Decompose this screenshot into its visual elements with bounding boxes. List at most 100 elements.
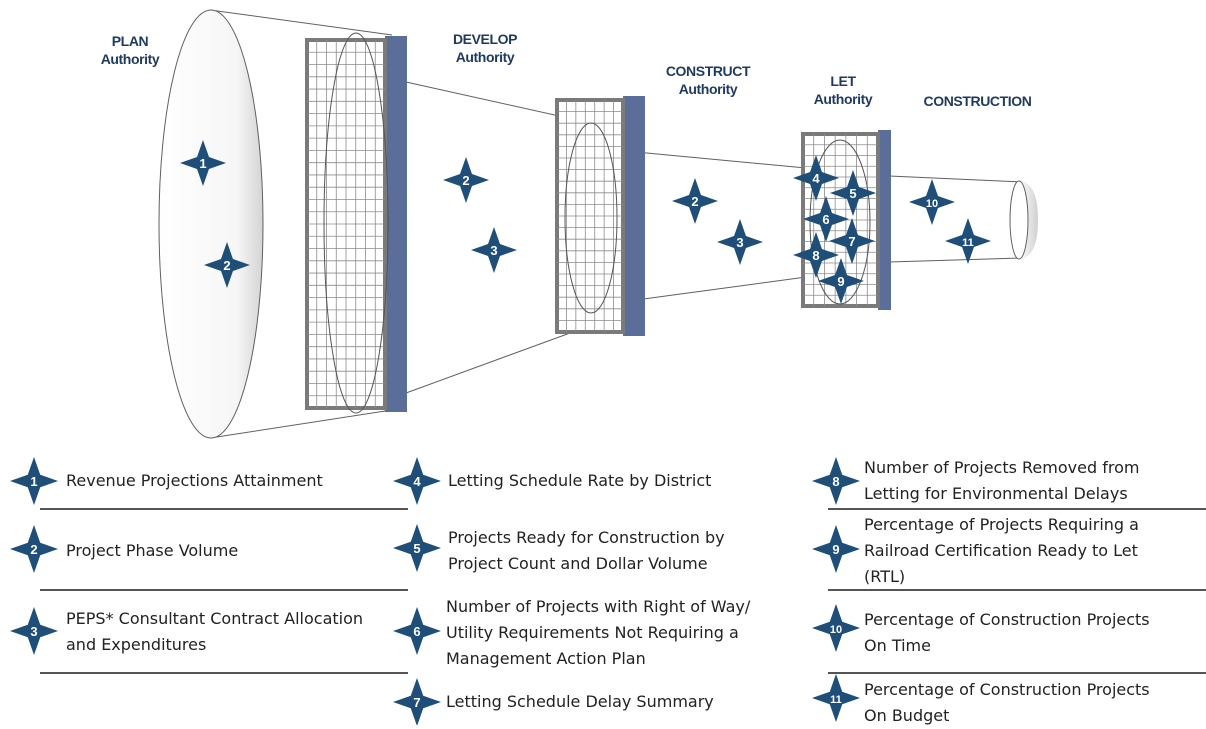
stage-subtitle: Authority	[455, 49, 515, 65]
star-marker-shape	[829, 218, 875, 264]
legend-line: and Expenditures	[66, 635, 207, 654]
star-marker-shape	[803, 196, 849, 242]
star-marker-shape	[793, 155, 839, 201]
star-marker-number: 7	[848, 234, 855, 249]
funnel-edge	[635, 276, 807, 301]
star-marker-shape	[717, 219, 763, 265]
legend-line: Letting Schedule Delay Summary	[446, 692, 714, 711]
legend-line: (RTL)	[864, 567, 906, 586]
star-marker-shape	[818, 258, 864, 304]
star-marker-shape	[672, 178, 718, 224]
legend-item-5: Projects Ready for Construction by Proje…	[448, 525, 725, 577]
legend-marker-11: 11	[812, 674, 860, 722]
star-marker-number: 3	[30, 624, 37, 639]
star-marker-number: 3	[736, 235, 743, 250]
stage-title: CONSTRUCTION	[923, 93, 1032, 109]
legend-divider	[40, 672, 408, 674]
filter-face	[623, 96, 645, 336]
stage-subtitle: Authority	[813, 91, 873, 107]
legend-line: Management Action Plan	[446, 649, 646, 668]
star-marker-shape	[180, 140, 226, 186]
legend-line: On Budget	[864, 706, 950, 725]
funnel-end	[1009, 180, 1029, 260]
star-marker-number: 6	[413, 624, 420, 639]
diagram-marker-3: 3	[717, 219, 763, 265]
legend-marker-5: 5	[393, 524, 441, 572]
legend-line: Number of Projects with Right of Way/	[446, 597, 751, 616]
legend-marker-6: 6	[393, 607, 441, 655]
filter-face	[878, 130, 891, 310]
diagram-marker-2: 2	[204, 242, 250, 288]
star-marker-number: 8	[832, 474, 839, 489]
star-marker-number: 2	[691, 194, 698, 209]
legend-line: Letting for Environmental Delays	[864, 484, 1128, 503]
stage-title: DEVELOP	[452, 31, 518, 47]
star-marker-shape	[393, 457, 441, 505]
star-marker-number: 11	[962, 237, 974, 249]
legend-item-10: Percentage of Construction Projects On T…	[864, 607, 1150, 659]
stage-label-let: LET Authority	[798, 72, 888, 108]
stage-label-develop: DEVELOP Authority	[440, 30, 530, 66]
legend-item-9: Percentage of Projects Requiring a Railr…	[864, 512, 1139, 590]
filter-screen	[305, 32, 407, 414]
filter-screen	[555, 96, 645, 336]
star-marker-shape	[443, 157, 489, 203]
star-marker-shape	[812, 525, 860, 573]
star-marker-shape	[10, 607, 58, 655]
star-marker-shape	[945, 218, 991, 264]
legend-marker-10: 10	[812, 604, 860, 652]
legend-item-4: Letting Schedule Rate by District	[448, 468, 711, 494]
legend-divider	[828, 672, 1206, 674]
star-marker-number: 9	[837, 274, 844, 289]
diagram-marker-1: 1	[180, 140, 226, 186]
legend-divider	[40, 589, 408, 591]
star-marker-shape	[204, 242, 250, 288]
stage-subtitle: Authority	[678, 81, 738, 97]
diagram-marker-8: 8	[793, 232, 839, 278]
funnel-edge	[887, 257, 1023, 263]
legend-item-3: PEPS* Consultant Contract Allocation and…	[66, 606, 363, 658]
star-marker-shape	[471, 227, 517, 273]
star-marker-number: 7	[413, 695, 420, 710]
funnel-edge	[887, 175, 1023, 183]
star-marker-number: 2	[30, 542, 37, 557]
diagram-marker-7: 7	[829, 218, 875, 264]
legend-marker-2: 2	[10, 525, 58, 573]
diagram-marker-5: 5	[830, 170, 876, 216]
star-marker-shape	[909, 179, 955, 225]
funnel-ring	[323, 32, 389, 414]
legend-line: On Time	[864, 636, 931, 655]
legend-item-11: Percentage of Construction Projects On B…	[864, 677, 1150, 729]
star-marker-number: 4	[812, 171, 820, 186]
legend-line: Percentage of Projects Requiring a	[864, 515, 1139, 534]
star-marker-number: 9	[832, 542, 839, 557]
diagram-marker-9: 9	[818, 258, 864, 304]
star-marker-number: 4	[413, 474, 421, 489]
legend-divider	[40, 508, 408, 510]
legend-line: Percentage of Construction Projects	[864, 610, 1150, 629]
legend-item-2: Project Phase Volume	[66, 538, 238, 564]
star-marker-shape	[812, 674, 860, 722]
legend-line: Letting Schedule Rate by District	[448, 471, 712, 490]
star-marker-number: 11	[830, 694, 842, 706]
legend-line: Number of Projects Removed from	[864, 458, 1140, 477]
funnel-edge	[209, 9, 393, 36]
legend-item-7: Letting Schedule Delay Summary	[446, 689, 714, 715]
star-marker-shape	[793, 232, 839, 278]
star-marker-number: 10	[926, 198, 938, 210]
stage-title: LET	[830, 73, 856, 89]
star-marker-number: 8	[812, 248, 819, 263]
diagram-marker-11: 11	[945, 218, 991, 264]
star-marker-number: 5	[413, 541, 420, 556]
diagram-marker-2: 2	[443, 157, 489, 203]
filter-face	[385, 36, 407, 412]
stage-label-construct: CONSTRUCT Authority	[653, 62, 763, 98]
funnel-edge	[635, 151, 807, 169]
funnel-ring	[809, 139, 871, 305]
legend-marker-3: 3	[10, 607, 58, 655]
star-marker-number: 1	[199, 156, 206, 171]
star-marker-number: 5	[849, 186, 856, 201]
star-marker-shape	[10, 457, 58, 505]
star-marker-shape	[393, 678, 441, 725]
